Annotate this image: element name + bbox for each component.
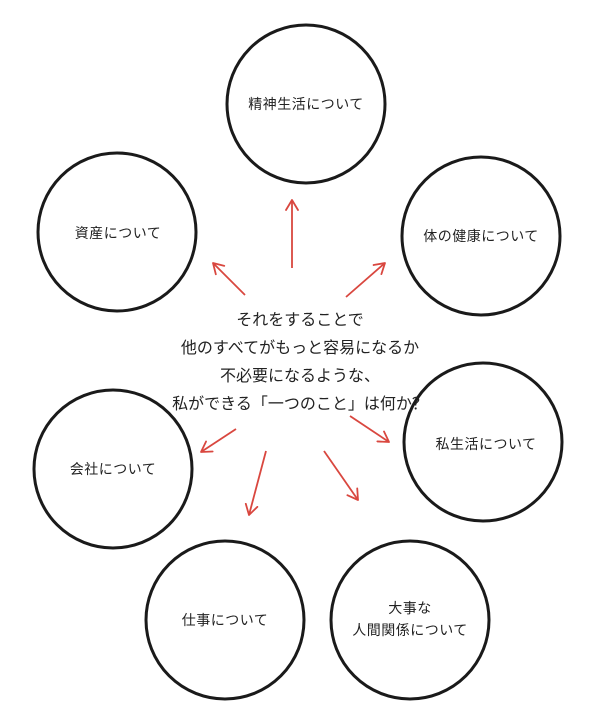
central-line-3: 不必要になるような、 [219, 366, 380, 385]
label-health: 体の健康について [423, 229, 539, 245]
circle-company [32, 388, 194, 550]
label-relationships-line-2: 人間関係について [352, 623, 468, 639]
label-work: 仕事について [181, 613, 269, 629]
arrow-to-relationships [323, 450, 359, 501]
circle-spiritual [225, 23, 387, 185]
arrow-to-company [200, 428, 237, 453]
arrow-to-work [244, 450, 267, 516]
arrow-to-private [349, 415, 390, 443]
circle-relationships [329, 539, 491, 701]
label-relationships: 大事な 人間関係について [352, 598, 468, 642]
circle-assets [36, 151, 198, 313]
circle-health [400, 155, 562, 317]
label-assets: 資産について [74, 226, 162, 242]
label-company: 会社について [69, 462, 157, 478]
label-private: 私生活について [435, 437, 537, 453]
circle-private [402, 361, 564, 523]
arrow-to-health [345, 262, 386, 298]
central-line-4: 私ができる「一つのこと」は何か？ [172, 394, 428, 413]
arrow-to-assets [212, 262, 246, 296]
label-relationships-line-1: 大事な [388, 601, 432, 617]
central-question: それをすることで 他のすべてがもっと容易になるか 不必要になるような、 私ができ… [172, 306, 428, 418]
circle-work [144, 539, 306, 701]
label-spiritual: 精神生活について [248, 97, 364, 113]
central-line-1: それをすることで [236, 310, 364, 329]
central-line-2: 他のすべてがもっと容易になるか [180, 338, 420, 357]
